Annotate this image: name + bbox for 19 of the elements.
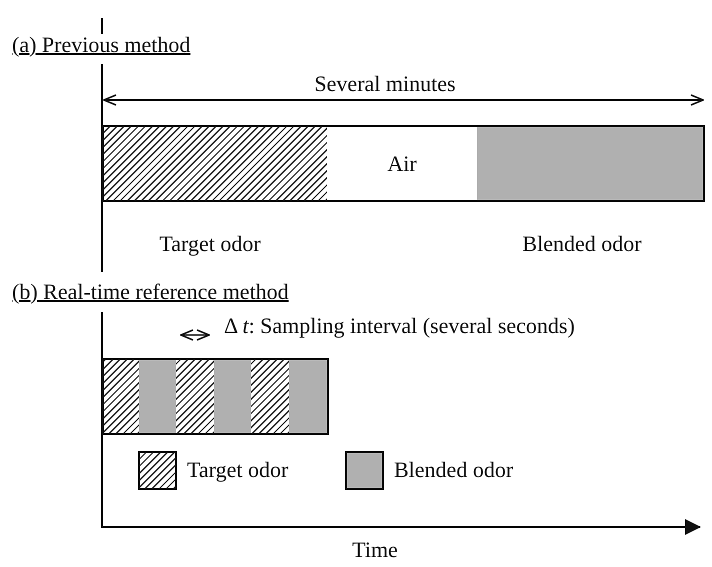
segment-caption: Target odor [159, 232, 261, 256]
duration-label: Several minutes [314, 72, 456, 96]
shaded-segment [477, 125, 705, 202]
legend-label: Target odor [187, 458, 288, 482]
legend-label: Blended odor [394, 458, 514, 482]
segment-caption: Blended odor [522, 232, 642, 256]
hatched-segment [251, 358, 291, 435]
timeline-segment [327, 125, 479, 202]
segment-label: Air [387, 151, 417, 176]
shaded-segment [289, 358, 329, 435]
interval-label: Δ t: Sampling interval (several seconds) [224, 314, 575, 338]
shaded-segment [139, 358, 178, 435]
shaded-segment [214, 358, 253, 435]
panel-heading: (a) Previous method [12, 33, 190, 58]
hatched-segment [102, 358, 141, 435]
hatched-segment [102, 125, 329, 202]
axis-label: Time [352, 538, 398, 562]
panel-heading: (b) Real-time reference method [12, 280, 289, 304]
hatched-segment [176, 358, 216, 435]
